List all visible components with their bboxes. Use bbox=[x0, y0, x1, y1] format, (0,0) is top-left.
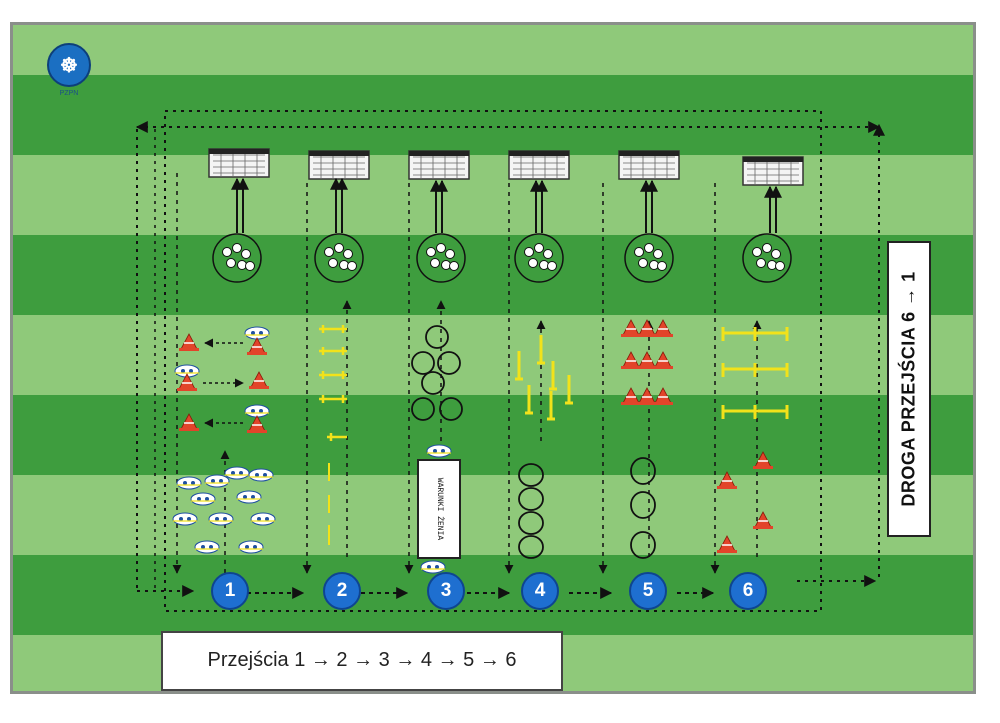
player bbox=[238, 540, 264, 554]
player bbox=[426, 444, 452, 458]
station-badge-2: 2 bbox=[323, 572, 361, 610]
federation-logo: ☸ PZPN bbox=[47, 43, 91, 103]
pole bbox=[535, 333, 547, 365]
player bbox=[204, 474, 230, 488]
ball-cluster bbox=[514, 233, 564, 283]
pole bbox=[523, 383, 535, 415]
player bbox=[190, 492, 216, 506]
hurdle bbox=[721, 361, 757, 379]
logo-mark: ☸ bbox=[47, 43, 91, 87]
ball-clusters bbox=[212, 233, 792, 283]
cone bbox=[652, 351, 674, 370]
pitch-stripe bbox=[13, 395, 973, 475]
goal bbox=[408, 150, 470, 180]
pitch-stripe bbox=[13, 235, 973, 315]
cone bbox=[178, 333, 200, 352]
player bbox=[250, 512, 276, 526]
cone bbox=[652, 387, 674, 406]
return-route-box: DROGA PRZEJŚCIA 6 → 1 bbox=[887, 241, 931, 537]
transition-sequence-label: Przejścia 1 → 2 → 3 → 4 → 5 → 6 bbox=[207, 649, 517, 671]
pitch-stripe bbox=[13, 75, 973, 155]
ball-cluster bbox=[314, 233, 364, 283]
cone bbox=[246, 337, 268, 356]
hurdle bbox=[753, 325, 789, 343]
drill-overlay bbox=[135, 110, 885, 612]
station-badge-6: 6 bbox=[729, 572, 767, 610]
hurdle bbox=[753, 361, 789, 379]
pole bbox=[563, 373, 575, 405]
shot-arrows bbox=[231, 177, 782, 233]
pole bbox=[545, 389, 557, 421]
pitch-stripe bbox=[13, 475, 973, 555]
diagram-frame: ☸ PZPN bbox=[10, 22, 976, 694]
board-text: WARUNKI ŻENIA bbox=[435, 477, 444, 541]
pitch-stripe bbox=[13, 155, 973, 235]
goal bbox=[742, 156, 804, 186]
ball-cluster bbox=[212, 233, 262, 283]
pole bbox=[513, 349, 525, 381]
outer-circuit-path bbox=[164, 110, 822, 612]
player bbox=[172, 512, 198, 526]
station-2-equipment bbox=[319, 325, 347, 545]
goal bbox=[508, 150, 570, 180]
cone bbox=[752, 511, 774, 530]
ball-cluster bbox=[624, 233, 674, 283]
station-badge-1: 1 bbox=[211, 572, 249, 610]
station-return-lines bbox=[220, 300, 762, 573]
station-badge-3: 3 bbox=[427, 572, 465, 610]
player bbox=[248, 468, 274, 482]
player bbox=[224, 466, 250, 480]
cone bbox=[752, 451, 774, 470]
station-badge-5: 5 bbox=[629, 572, 667, 610]
cone bbox=[652, 319, 674, 338]
hurdle bbox=[721, 403, 757, 421]
return-route-label: DROGA PRZEJŚCIA 6 → 1 bbox=[898, 271, 919, 507]
cone bbox=[248, 371, 270, 390]
hurdle bbox=[753, 403, 789, 421]
transition-sequence-box: Przejścia 1 → 2 → 3 → 4 → 5 → 6 bbox=[161, 631, 563, 691]
goal bbox=[308, 150, 370, 180]
station-6-equipment bbox=[716, 325, 789, 554]
station-3-equipment bbox=[411, 325, 463, 421]
player bbox=[420, 560, 446, 574]
ball-cluster bbox=[416, 233, 466, 283]
goals bbox=[208, 148, 804, 186]
cone bbox=[176, 373, 198, 392]
station-4-equipment bbox=[513, 333, 575, 559]
pitch-stripe bbox=[13, 315, 973, 395]
station-3-board: WARUNKI ŻENIA bbox=[417, 459, 461, 559]
station-1-equipment bbox=[172, 326, 276, 554]
cone bbox=[178, 413, 200, 432]
pole bbox=[547, 359, 559, 391]
cone bbox=[716, 535, 738, 554]
goal bbox=[208, 148, 270, 178]
hurdle bbox=[721, 325, 757, 343]
logo-caption: PZPN bbox=[59, 90, 79, 97]
player bbox=[208, 512, 234, 526]
station-badge-4: 4 bbox=[521, 572, 559, 610]
ball-cluster bbox=[742, 233, 792, 283]
cone bbox=[716, 471, 738, 490]
player bbox=[236, 490, 262, 504]
cone bbox=[246, 415, 268, 434]
player bbox=[176, 476, 202, 490]
goal bbox=[618, 150, 680, 180]
player bbox=[194, 540, 220, 554]
station-5-equipment bbox=[620, 319, 674, 559]
pitch-stripe bbox=[13, 25, 973, 75]
